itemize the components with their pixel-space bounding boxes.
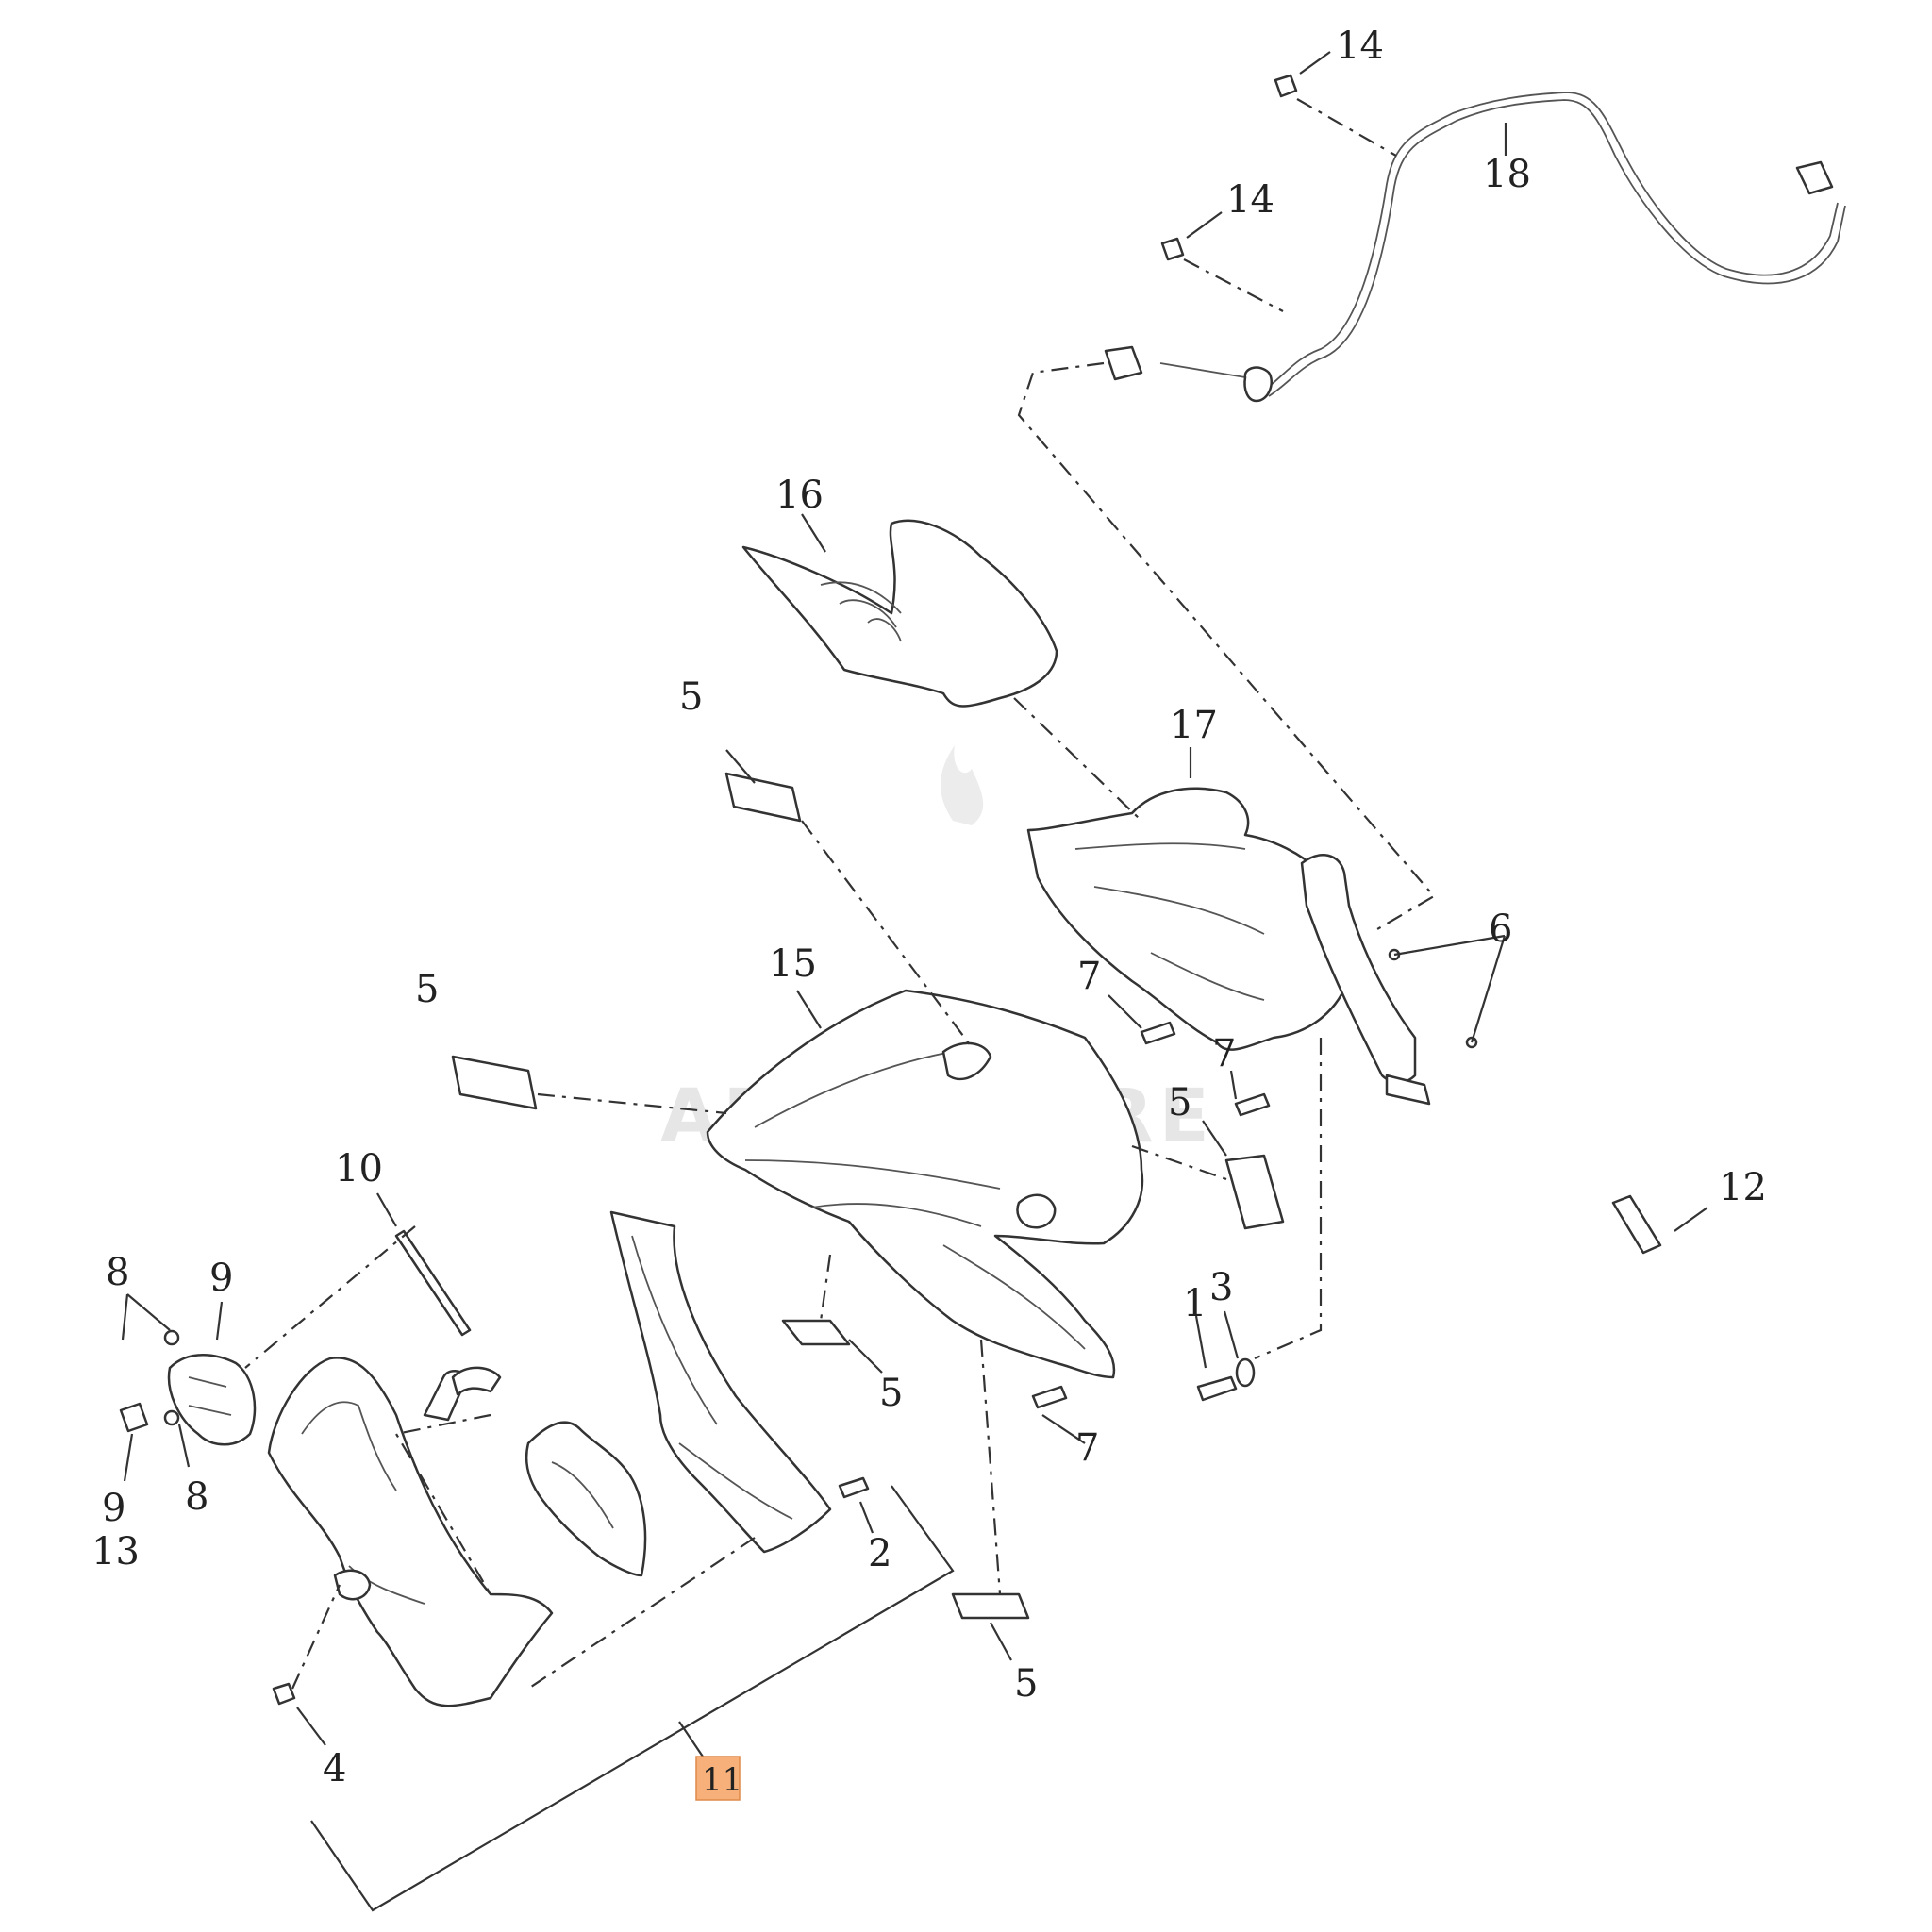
callout-7-upper[interactable]: 7 bbox=[1077, 955, 1101, 998]
callout-8-lower[interactable]: 8 bbox=[185, 1475, 208, 1519]
part-2-screw[interactable] bbox=[838, 1476, 870, 1499]
part-8-nut-upper[interactable] bbox=[163, 1329, 180, 1346]
callout-14-mid[interactable]: 14 bbox=[1226, 178, 1274, 222]
part-lock-barrel[interactable] bbox=[423, 1366, 502, 1422]
callout-9-lower[interactable]: 9 bbox=[102, 1487, 125, 1530]
callout-14-top[interactable]: 14 bbox=[1336, 25, 1384, 68]
callout-11-label: 11 bbox=[702, 1761, 742, 1799]
callout-3[interactable]: 3 bbox=[1209, 1266, 1233, 1309]
callout-7-mid[interactable]: 7 bbox=[1212, 1032, 1236, 1075]
part-5-pad-right[interactable] bbox=[1224, 1154, 1285, 1230]
leader-lines bbox=[244, 98, 1436, 1690]
part-18-wiring-harness[interactable] bbox=[1104, 92, 1846, 403]
part-3-washer[interactable] bbox=[1235, 1357, 1256, 1388]
part-7-screw-a[interactable] bbox=[1140, 1021, 1176, 1045]
callout-7-lower[interactable]: 7 bbox=[1075, 1426, 1099, 1470]
callout-17[interactable]: 17 bbox=[1170, 704, 1218, 747]
part-5-pad-bottom[interactable] bbox=[951, 1592, 1030, 1620]
part-9-latch[interactable] bbox=[167, 1354, 257, 1446]
part-8-nut-lower[interactable] bbox=[163, 1409, 180, 1426]
callout-18[interactable]: 18 bbox=[1483, 153, 1531, 196]
callout-9-upper[interactable]: 9 bbox=[209, 1257, 233, 1300]
part-10-rod[interactable] bbox=[394, 1229, 472, 1337]
callout-8-upper[interactable]: 8 bbox=[106, 1251, 129, 1294]
callouts: 14 14 18 16 17 5 15 5 6 7 7 5 10 12 8 9 … bbox=[92, 25, 1767, 1801]
part-15-tail-housing[interactable] bbox=[706, 989, 1144, 1379]
part-11-strap[interactable] bbox=[609, 1210, 832, 1554]
callout-10[interactable]: 10 bbox=[335, 1147, 383, 1191]
callout-15[interactable]: 15 bbox=[769, 942, 817, 986]
part-14-nut-mid[interactable] bbox=[1160, 237, 1185, 261]
callout-pointers bbox=[121, 51, 1708, 1912]
callout-13[interactable]: 13 bbox=[92, 1530, 140, 1574]
part-12-reflector[interactable] bbox=[1611, 1194, 1662, 1255]
part-5-pad-under[interactable] bbox=[781, 1319, 851, 1346]
callout-5-top[interactable]: 5 bbox=[679, 675, 703, 719]
callout-2[interactable]: 2 bbox=[868, 1532, 891, 1575]
part-16-cover[interactable] bbox=[741, 519, 1058, 708]
callout-12[interactable]: 12 bbox=[1719, 1166, 1767, 1209]
part-7-screw-c[interactable] bbox=[1031, 1385, 1068, 1409]
part-11-frame[interactable] bbox=[267, 1357, 554, 1707]
part-11-shield[interactable] bbox=[525, 1421, 647, 1577]
part-5-pad-top[interactable] bbox=[724, 772, 802, 823]
part-7-screw-b[interactable] bbox=[1234, 1092, 1271, 1117]
callout-1[interactable]: 1 bbox=[1183, 1282, 1207, 1325]
callout-6[interactable]: 6 bbox=[1489, 908, 1512, 951]
part-17-bracket[interactable] bbox=[1026, 787, 1431, 1106]
callout-16[interactable]: 16 bbox=[775, 474, 824, 517]
part-4-nut[interactable] bbox=[272, 1682, 296, 1706]
callout-5-under[interactable]: 5 bbox=[879, 1372, 903, 1415]
part-14-nut-top[interactable] bbox=[1274, 74, 1298, 98]
callout-5-right[interactable]: 5 bbox=[1168, 1081, 1191, 1124]
callout-5-bottom[interactable]: 5 bbox=[1014, 1662, 1038, 1706]
callout-11-highlighted[interactable]: 11 bbox=[695, 1756, 742, 1801]
part-5-pad-left[interactable] bbox=[451, 1055, 538, 1110]
part-9-bushing[interactable] bbox=[119, 1402, 149, 1433]
part-1-bolt[interactable] bbox=[1196, 1375, 1238, 1402]
callout-4[interactable]: 4 bbox=[323, 1747, 346, 1790]
callout-5-left[interactable]: 5 bbox=[415, 968, 439, 1011]
